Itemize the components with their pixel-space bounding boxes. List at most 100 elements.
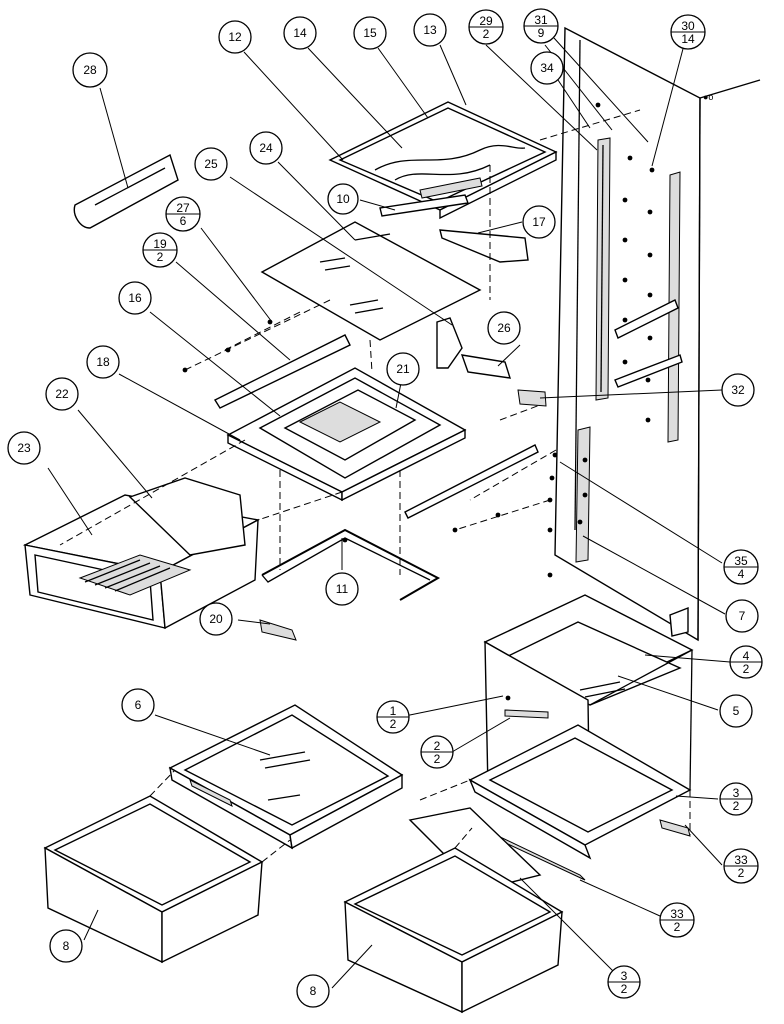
callout-number: 11 xyxy=(336,582,349,596)
callout-23: 23 xyxy=(7,431,41,465)
callout-number: 26 xyxy=(497,321,511,335)
callout-35: 354 xyxy=(723,549,759,585)
callout-quantity: 14 xyxy=(681,32,695,46)
callout-number: 23 xyxy=(17,441,31,455)
callout-24: 24 xyxy=(249,131,283,165)
callout-10: 10 xyxy=(327,183,359,215)
callout-number: 8 xyxy=(63,939,70,953)
support-frame xyxy=(261,528,441,601)
callout-quantity: 2 xyxy=(434,752,441,766)
callout-circle xyxy=(522,205,556,239)
callout-8b: 8 xyxy=(296,974,330,1008)
crisper-cover-frame xyxy=(213,334,539,519)
callout-number: 34 xyxy=(540,61,554,75)
callout-quantity: 2 xyxy=(157,250,164,264)
callout-17: 17 xyxy=(522,205,556,239)
callout-number: 30 xyxy=(681,19,695,33)
callout-quantity: 6 xyxy=(180,214,187,228)
callout-number: 13 xyxy=(423,23,437,37)
callout-32: 32 xyxy=(721,373,755,407)
callout-number: 5 xyxy=(733,704,740,718)
callout-quantity: 2 xyxy=(483,27,490,41)
top-shelf xyxy=(328,101,558,220)
callout-circle xyxy=(725,599,759,633)
callout-34: 34 xyxy=(530,51,564,85)
callout-circle xyxy=(353,16,387,50)
callout-12: 12 xyxy=(218,20,252,54)
callout-circle xyxy=(327,183,359,215)
callout-22: 22 xyxy=(45,377,79,411)
callout-number: 21 xyxy=(396,362,410,376)
callout-circle xyxy=(721,373,755,407)
callout-number: 35 xyxy=(734,554,748,568)
callout-quantity: 4 xyxy=(738,567,745,581)
callout-number: 3 xyxy=(733,786,740,800)
callout-number: 1 xyxy=(390,704,397,718)
callout-8a: 8 xyxy=(49,929,83,963)
callout-number: 14 xyxy=(293,26,307,40)
callout-circle xyxy=(86,345,120,379)
callout-circle xyxy=(296,974,330,1008)
callout-circle xyxy=(325,572,359,606)
callout-number: 10 xyxy=(336,192,350,206)
callout-circle xyxy=(386,352,420,386)
callout-20: 20 xyxy=(199,602,233,636)
callout-number: 6 xyxy=(135,698,142,712)
crisper-drawer xyxy=(22,477,261,630)
callout-33b: 332 xyxy=(659,902,695,938)
callout-number: 33 xyxy=(670,907,684,921)
lower-right-compartment xyxy=(408,594,694,891)
callout-5: 5 xyxy=(719,694,753,728)
callout-circle xyxy=(487,311,521,345)
callout-quantity: 9 xyxy=(538,26,545,40)
callout-11: 11 xyxy=(325,572,359,606)
drawer-right xyxy=(343,847,564,1014)
callout-number: 17 xyxy=(532,215,546,229)
callout-4: 42 xyxy=(729,645,763,679)
callout-number: 25 xyxy=(204,157,218,171)
callout-circle xyxy=(121,688,155,722)
cabinet-liner: ●o xyxy=(554,26,761,642)
callout-29: 292 xyxy=(468,9,504,45)
callout-13: 13 xyxy=(413,13,447,47)
callout-circle xyxy=(719,694,753,728)
callout-7: 7 xyxy=(725,599,759,633)
callout-number: 16 xyxy=(128,291,142,305)
callout-number: 28 xyxy=(83,63,97,77)
callout-number: 27 xyxy=(176,201,190,215)
callout-quantity: 2 xyxy=(733,799,740,813)
door-bin xyxy=(73,153,179,229)
callout-28: 28 xyxy=(72,52,108,88)
callout-number: 12 xyxy=(228,30,242,44)
callout-1: 12 xyxy=(376,700,410,734)
callout-33a: 332 xyxy=(723,848,759,884)
callout-number: 33 xyxy=(734,853,748,867)
callout-circle xyxy=(194,147,228,181)
callout-circle xyxy=(72,52,108,88)
callout-number: 19 xyxy=(153,237,167,251)
callout-number: 15 xyxy=(363,26,377,40)
callout-3a: 32 xyxy=(719,782,753,816)
callout-quantity: 2 xyxy=(738,866,745,880)
callout-circle xyxy=(413,13,447,47)
callout-number: 8 xyxy=(310,984,317,998)
callout-circle xyxy=(7,431,41,465)
clip xyxy=(259,619,297,641)
callout-circle xyxy=(45,377,79,411)
callout-circle xyxy=(530,51,564,85)
callout-27: 276 xyxy=(165,196,201,232)
callout-19: 192 xyxy=(142,232,178,268)
bracket-25 xyxy=(436,317,547,407)
callout-circle xyxy=(199,602,233,636)
screws xyxy=(182,102,655,701)
callout-quantity: 2 xyxy=(621,982,628,996)
shelf-bracket xyxy=(379,194,529,263)
callout-number: 3 xyxy=(621,969,628,983)
callout-circle xyxy=(49,929,83,963)
callout-quantity: 2 xyxy=(743,662,750,676)
callout-number: 18 xyxy=(96,355,110,369)
callout-circle xyxy=(249,131,283,165)
callout-21: 21 xyxy=(386,352,420,386)
